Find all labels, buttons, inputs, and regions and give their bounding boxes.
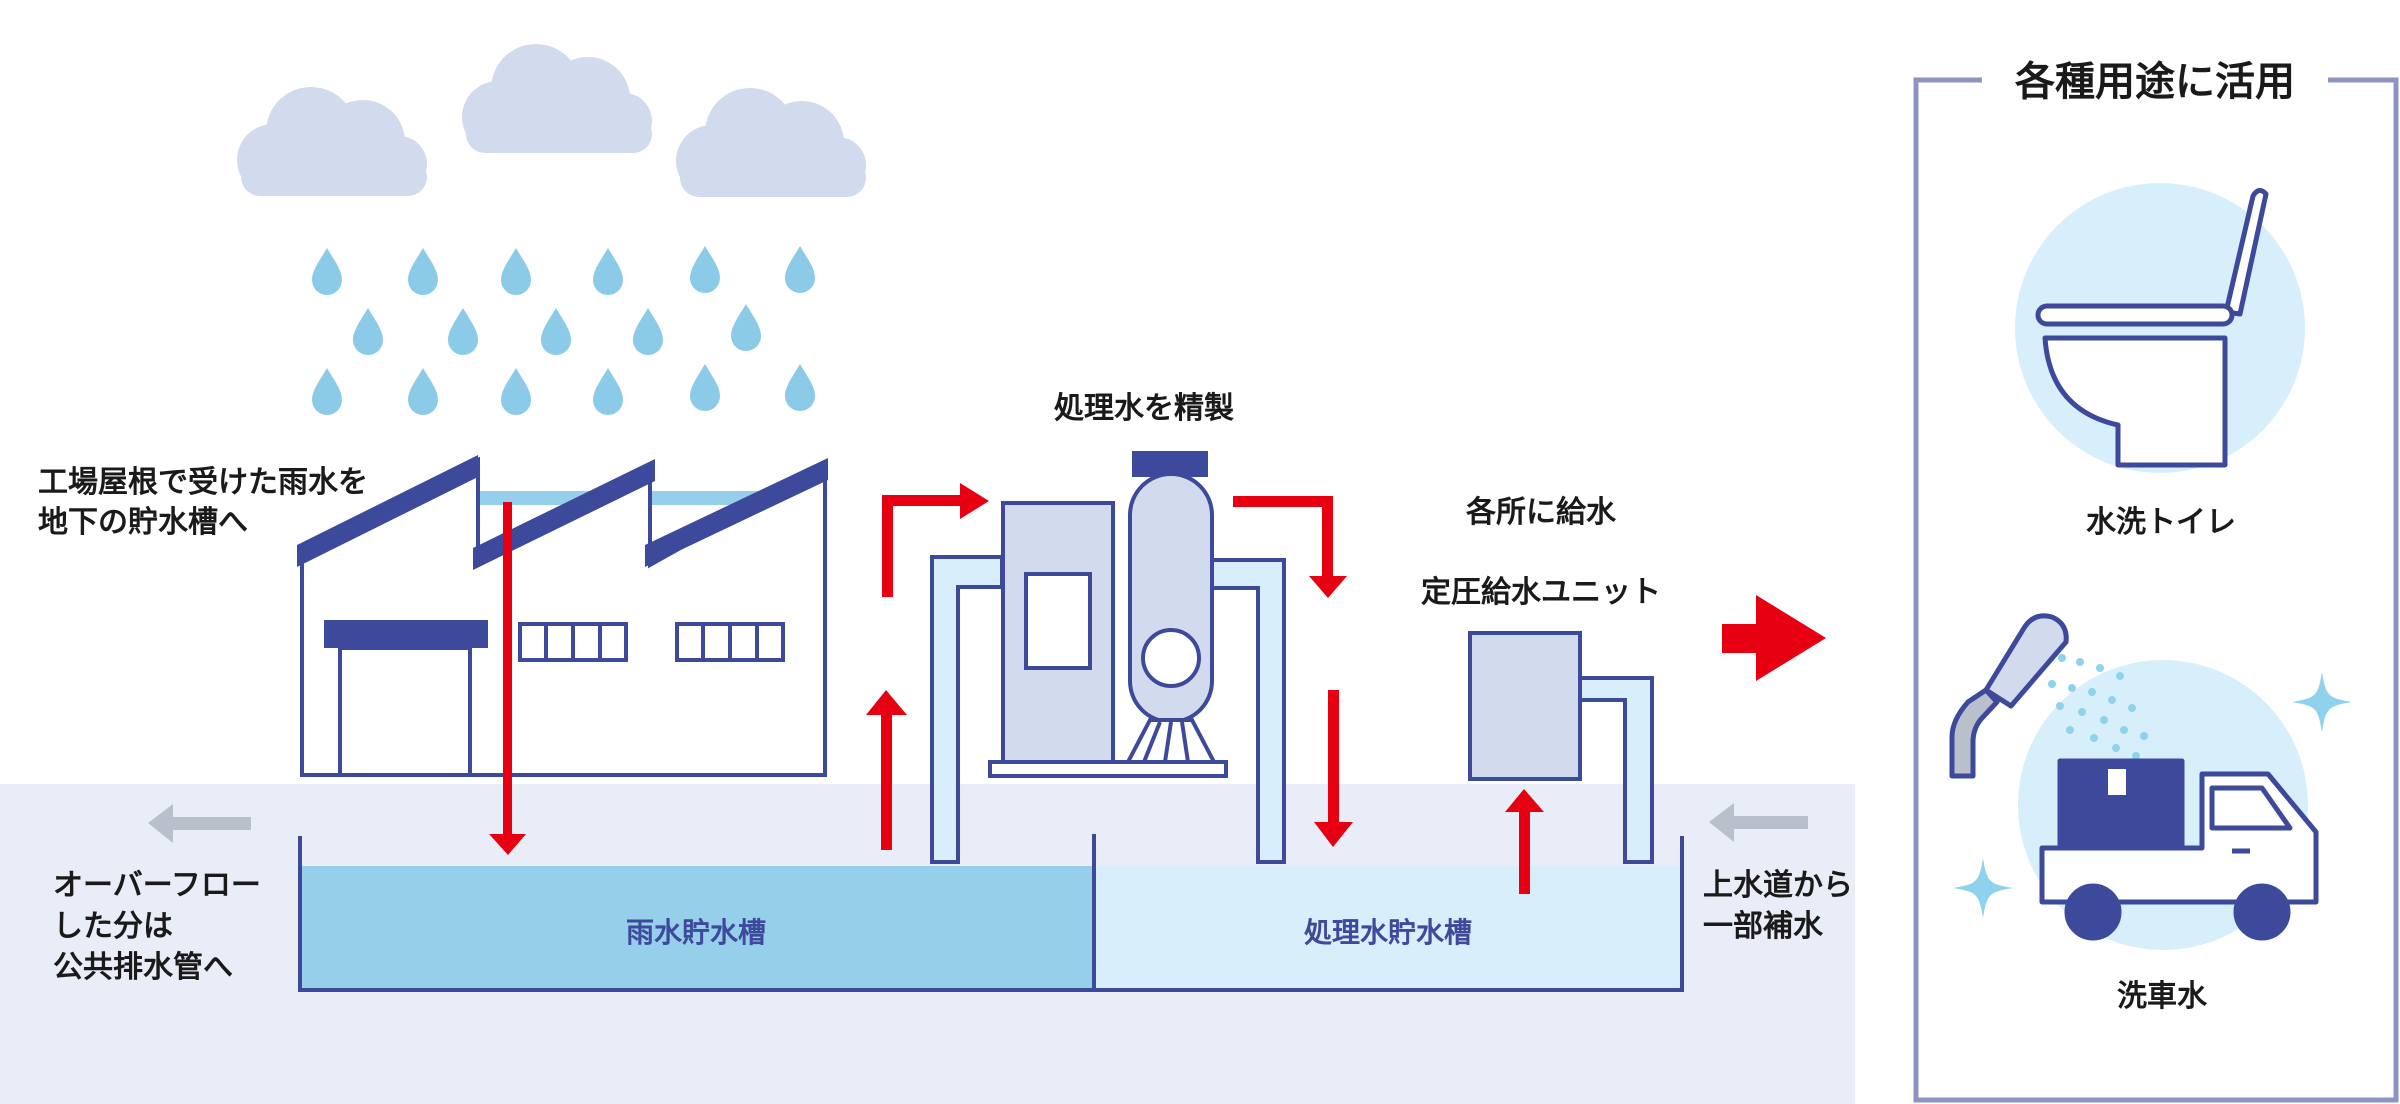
filtration-unit-icon [988, 451, 1228, 778]
red-arrow-icon [489, 483, 1826, 894]
overflow-label-line3: 公共排水管へ [53, 950, 233, 985]
carwash-label: 洗車水 [2117, 979, 2208, 1014]
overflow-label-line2: した分は [53, 909, 173, 944]
mains-water-label-line1: 上水道から [1703, 868, 1853, 903]
truck-icon [2039, 758, 2319, 941]
toilet-label: 水洗トイレ [2086, 505, 2236, 540]
spray-dots [2040, 654, 2148, 760]
mains-water-label-line2: 一部補水 [1703, 909, 1824, 944]
overflow-label-line1: オーバーフロー [53, 868, 261, 903]
shower-icon [1949, 613, 2069, 779]
roof-rainwater-label-line1: 工場屋根で受けた雨水を [38, 465, 368, 500]
roof-rainwater-label-line2: 地下の貯水槽へ [38, 505, 248, 540]
factory-icon [297, 455, 828, 777]
raindrop-icon [312, 246, 815, 415]
cloud-icon [237, 44, 866, 197]
tank-walls [298, 836, 1684, 992]
pressure-pump-unit-icon [1468, 631, 1582, 781]
purify-label: 処理水を精製 [1054, 391, 1234, 426]
uses-frame [1913, 77, 2399, 1103]
supply-label: 各所に給水 [1465, 495, 1617, 530]
rain-water-tank [300, 866, 1094, 990]
rain-tank-label: 雨水貯水槽 [626, 916, 766, 949]
gray-arrow-icon [148, 803, 1808, 843]
treated-water-tank [1094, 866, 1682, 990]
pump-unit-label: 定圧給水ユニット [1421, 575, 1661, 610]
treated-tank-label: 処理水貯水槽 [1304, 916, 1472, 949]
uses-title: 各種用途に活用 [2015, 59, 2295, 105]
toilet-icon [2035, 188, 2269, 468]
